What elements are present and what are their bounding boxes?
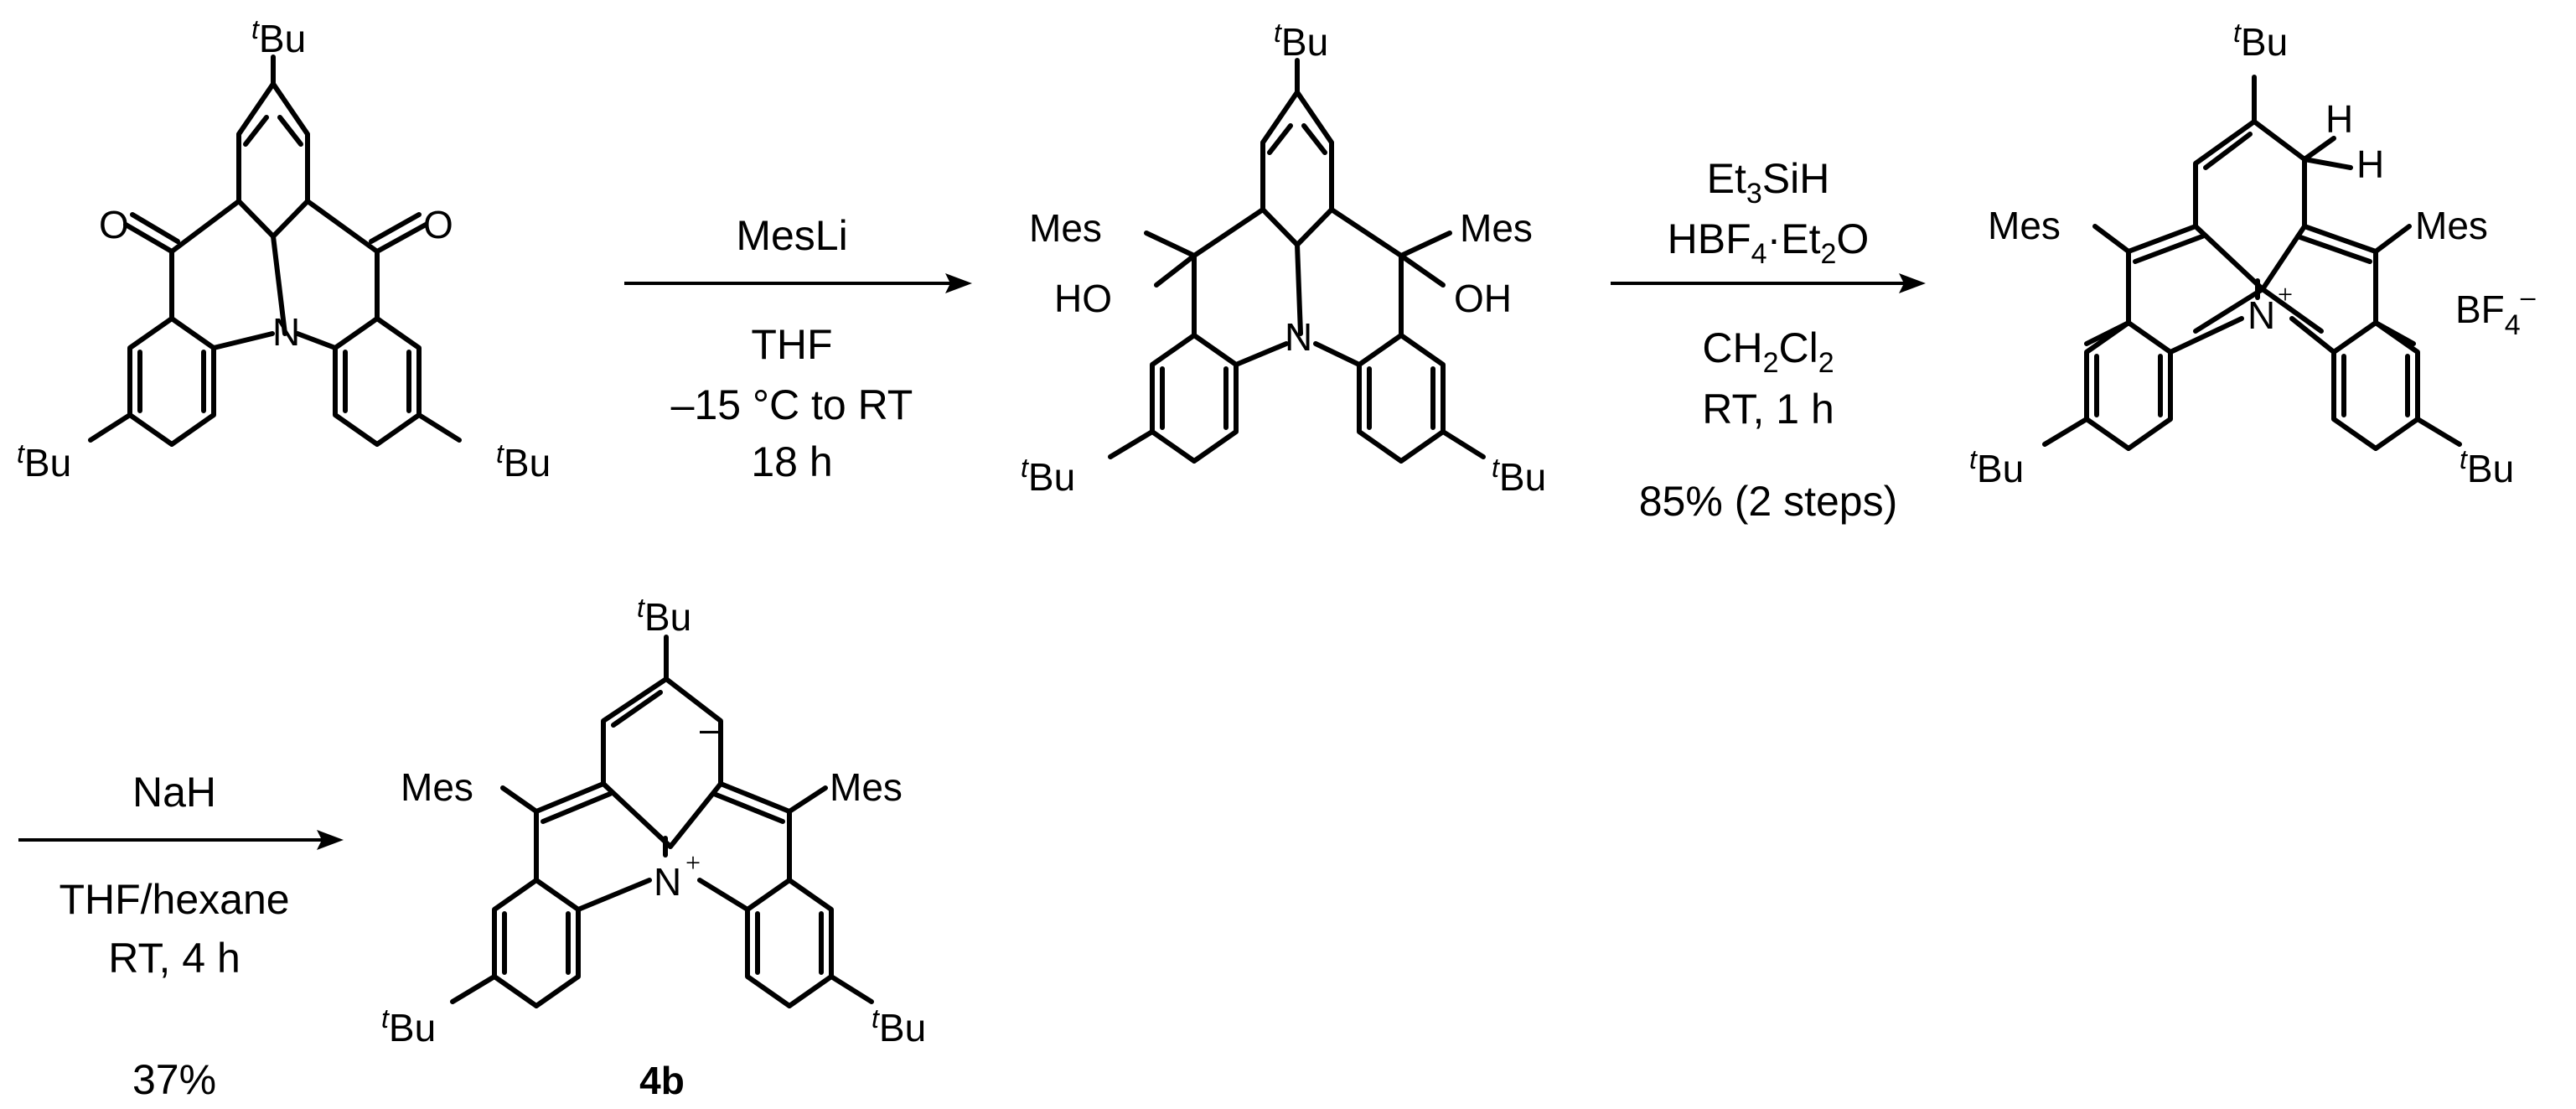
mes-label-left: Mes bbox=[1029, 206, 1102, 250]
tbu-label-left: tBu bbox=[1021, 453, 1075, 499]
tbu-label-left: tBu bbox=[1969, 444, 2024, 490]
step3-solvent: THF/hexane bbox=[59, 876, 289, 923]
mes-label-left: Mes bbox=[1988, 204, 2061, 247]
step2-reagent-silane: Et3SiH bbox=[1707, 155, 1830, 210]
mes-label-right: Mes bbox=[1460, 206, 1533, 250]
carbanion-charge: – bbox=[700, 707, 722, 750]
reaction-arrow-3: NaH THF/hexane RT, 4 h 37% bbox=[18, 769, 344, 1103]
compound-id-label: 4b bbox=[639, 1059, 685, 1102]
step3-yield: 37% bbox=[132, 1056, 216, 1103]
tbu-label-right: tBu bbox=[496, 438, 551, 485]
step2-solvent: CH2Cl2 bbox=[1702, 324, 1834, 379]
step3-conditions: RT, 4 h bbox=[108, 935, 241, 982]
reaction-arrow-1: MesLi THF –15 °C to RT 18 h bbox=[624, 212, 972, 485]
tbu-label-right: tBu bbox=[1492, 453, 1546, 499]
step3-reagent: NaH bbox=[132, 769, 216, 816]
compound-diol: Mes Mes HO OH N tBu tBu tBu bbox=[1021, 18, 1546, 499]
mes-label-right: Mes bbox=[830, 765, 903, 809]
hydrogen-label-1: H bbox=[2325, 97, 2353, 141]
mes-label-left: Mes bbox=[401, 765, 473, 809]
mes-label-right: Mes bbox=[2415, 204, 2488, 247]
cation-charge: + bbox=[2278, 279, 2293, 309]
tbu-label-left: tBu bbox=[17, 438, 71, 485]
step1-time: 18 h bbox=[751, 438, 832, 485]
step1-temperature: –15 °C to RT bbox=[671, 381, 913, 428]
tbu-label-top: tBu bbox=[1274, 18, 1328, 64]
compound-cation-salt: H H Mes Mes N + BF4– tBu tBu tBu bbox=[1969, 18, 2536, 490]
tbu-label-top: tBu bbox=[637, 593, 691, 639]
tbu-label-top: tBu bbox=[251, 14, 306, 60]
tbu-label-right: tBu bbox=[2460, 444, 2514, 490]
step1-solvent: THF bbox=[751, 321, 832, 368]
compound-diketone: O O N tBu tBu tBu bbox=[17, 14, 551, 485]
step2-conditions: RT, 1 h bbox=[1702, 386, 1834, 433]
hydrogen-label-2: H bbox=[2356, 143, 2384, 186]
hydroxyl-label-left: HO bbox=[1054, 277, 1112, 320]
step2-reagent-acid: HBF4·Et2O bbox=[1668, 215, 1870, 270]
nitrogen-label: N bbox=[2248, 293, 2275, 337]
compound-4b: – Mes Mes N + tBu tBu tBu 4b bbox=[381, 593, 926, 1102]
step1-reagent: MesLi bbox=[736, 212, 847, 259]
step2-yield: 85% (2 steps) bbox=[1639, 478, 1897, 525]
nitrogen-label: N bbox=[272, 310, 300, 354]
tbu-label-top: tBu bbox=[2233, 18, 2288, 64]
nitrogen-label: N bbox=[654, 860, 681, 904]
oxygen-label-left: O bbox=[99, 203, 129, 246]
counterion-label: BF4– bbox=[2455, 282, 2536, 341]
tbu-label-left: tBu bbox=[381, 1003, 436, 1049]
hydroxyl-label-right: OH bbox=[1454, 277, 1512, 320]
nitrogen-label: N bbox=[1285, 315, 1312, 359]
cation-charge: + bbox=[685, 847, 701, 878]
reaction-arrow-2: Et3SiH HBF4·Et2O CH2Cl2 RT, 1 h 85% (2 s… bbox=[1611, 155, 1926, 525]
oxygen-label-right: O bbox=[423, 203, 453, 246]
tbu-label-right: tBu bbox=[872, 1003, 926, 1049]
